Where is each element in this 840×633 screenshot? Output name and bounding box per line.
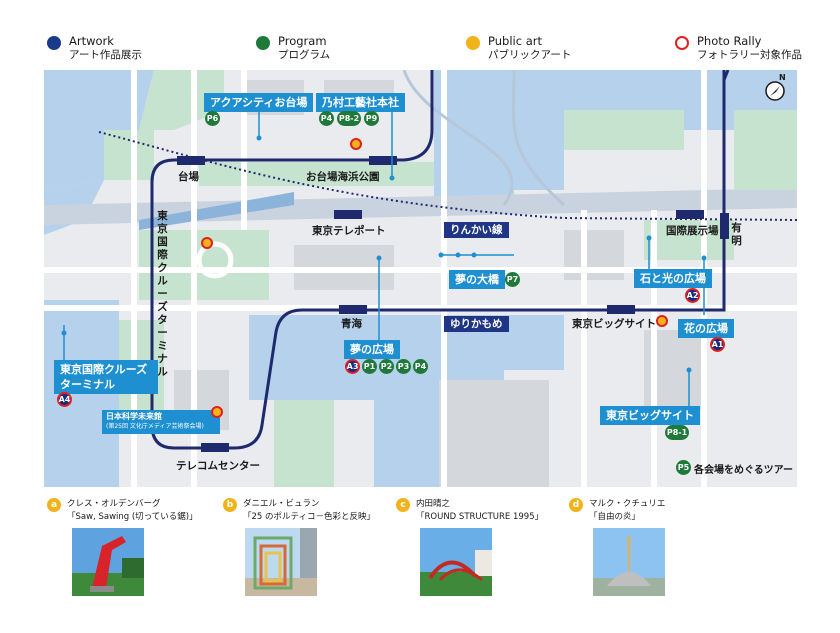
badge-p8-1: P8-1 bbox=[665, 425, 689, 440]
line-rinkai: りんかい線 bbox=[444, 222, 509, 238]
artwork-c-artist: 内田晴之 bbox=[416, 499, 451, 509]
legend-public-art-ja: パブリックアート bbox=[488, 49, 572, 61]
artwork-b-photo[interactable] bbox=[245, 528, 317, 596]
artwork-c-title: 「ROUND STRUCTURE 1995」 bbox=[416, 512, 544, 522]
legend-photo-rally-en: Photo Rally bbox=[697, 34, 762, 48]
badge-p1: P1 bbox=[362, 359, 377, 374]
badge-a3: A3 bbox=[345, 359, 360, 374]
venue-miraikan-label: 日本科学未来館 bbox=[106, 412, 162, 421]
public-art-marker-c[interactable] bbox=[350, 138, 362, 150]
legend-program-ja: プログラム bbox=[278, 49, 331, 61]
venue-miraikan-sub: (第25回 文化庁メディア芸術祭会場) bbox=[106, 423, 204, 430]
legend-artwork-ja: アート作品展示 bbox=[69, 49, 142, 61]
venue-hana-hiroba[interactable]: 花の広場 bbox=[678, 319, 734, 338]
badge-p2: P2 bbox=[379, 359, 394, 374]
artwork-a: a クレス・オルデンバーグ「Saw, Sawing (切っている鋸)」 bbox=[47, 498, 237, 524]
badge-p3: P3 bbox=[396, 359, 411, 374]
program-dot-icon bbox=[256, 36, 270, 50]
badge-p4-yume: P4 bbox=[413, 359, 428, 374]
station-ariake: 有明 bbox=[731, 222, 742, 247]
artwork-a-letter: a bbox=[47, 498, 61, 512]
badge-a2: A2 bbox=[685, 288, 700, 303]
artwork-b-artist: ダニエル・ビュラン bbox=[243, 499, 320, 509]
venue-yume-ohashi[interactable]: 夢の大橋 bbox=[449, 270, 505, 289]
station-aomi: 青海 bbox=[341, 318, 362, 330]
artwork-dot-icon bbox=[47, 36, 61, 50]
artwork-d-title: 「自由の炎」 bbox=[589, 512, 641, 522]
artwork-d-photo[interactable] bbox=[593, 528, 665, 596]
station-telecom: テレコムセンター bbox=[176, 460, 260, 472]
venue-ishi-hikari[interactable]: 石と光の広場 bbox=[634, 269, 712, 288]
public-art-marker-b[interactable] bbox=[211, 406, 223, 418]
artwork-c-letter: c bbox=[396, 498, 410, 512]
artwork-c: c 内田晴之「ROUND STRUCTURE 1995」 bbox=[396, 498, 586, 524]
tour-note: 各会場をめぐるツアー bbox=[694, 465, 793, 476]
public-art-dot-icon bbox=[466, 36, 480, 50]
compass-icon: N bbox=[764, 73, 786, 102]
venue-nomura[interactable]: 乃村工藝社本社 bbox=[316, 93, 405, 112]
venue-aquacity[interactable]: アクアシティお台場 bbox=[204, 93, 314, 112]
venue-yume-hiroba[interactable]: 夢の広場 bbox=[344, 340, 400, 359]
artwork-d: d マルク・クチュリエ「自由の炎」 bbox=[569, 498, 759, 524]
venue-cruise-terminal[interactable]: 東京国際クルーズターミナル bbox=[54, 360, 158, 394]
venue-bigsight[interactable]: 東京ビッグサイト bbox=[600, 406, 700, 425]
badge-p7: P7 bbox=[505, 272, 520, 287]
artwork-d-artist: マルク・クチュリエ bbox=[589, 499, 666, 509]
legend-photo-rally-ja: フォトラリー対象作品 bbox=[697, 49, 802, 61]
artwork-b-letter: b bbox=[223, 498, 237, 512]
artwork-a-photo[interactable] bbox=[72, 528, 144, 596]
artwork-b: b ダニエル・ビュラン「25 のポルティコ－色彩と反映」 bbox=[223, 498, 413, 524]
badge-p9: P9 bbox=[364, 111, 379, 126]
compass-north-label: N bbox=[779, 73, 786, 82]
venue-cruise-terminal-label: 東京国際クルーズターミナル bbox=[60, 363, 148, 391]
badge-p4-nomura: P4 bbox=[319, 111, 334, 126]
artwork-c-photo[interactable] bbox=[420, 528, 492, 596]
artwork-a-artist: クレス・オルデンバーグ bbox=[67, 499, 161, 509]
legend-public-art-en: Public art bbox=[488, 34, 542, 48]
badge-p5: P5 bbox=[676, 460, 691, 475]
badge-p6: P6 bbox=[205, 111, 220, 126]
station-bigsight: 東京ビッグサイト bbox=[572, 318, 656, 330]
station-kokusai: 国際展示場 bbox=[666, 225, 719, 237]
legend-program-en: Program bbox=[278, 34, 327, 48]
line-yurikamome: ゆりかもめ bbox=[444, 316, 509, 332]
station-daiba: 台場 bbox=[178, 171, 199, 183]
venue-miraikan[interactable]: 日本科学未来館 (第25回 文化庁メディア芸術祭会場) bbox=[102, 410, 220, 434]
legend-artwork-en: Artwork bbox=[69, 34, 114, 48]
station-odaiba-park: お台場海浜公園 bbox=[306, 171, 380, 183]
public-art-marker-a[interactable] bbox=[201, 237, 213, 249]
station-cruise-terminal: 東京国際クルーズターミナル bbox=[157, 210, 168, 378]
badge-p8-2: P8-2 bbox=[337, 111, 361, 126]
badge-a1: A1 bbox=[710, 337, 725, 352]
artwork-d-letter: d bbox=[569, 498, 583, 512]
badge-a4: A4 bbox=[57, 392, 72, 407]
artwork-a-title: 「Saw, Sawing (切っている鋸)」 bbox=[67, 512, 198, 522]
artwork-b-title: 「25 のポルティコ－色彩と反映」 bbox=[243, 512, 376, 522]
station-teleport: 東京テレポート bbox=[312, 225, 386, 237]
photo-rally-ring-icon bbox=[675, 36, 689, 50]
area-map[interactable]: 台場 お台場海浜公園 東京テレポート 国際展示場 有明 青海 東京ビッグサイト … bbox=[44, 70, 797, 487]
public-art-marker-d[interactable] bbox=[656, 315, 668, 327]
